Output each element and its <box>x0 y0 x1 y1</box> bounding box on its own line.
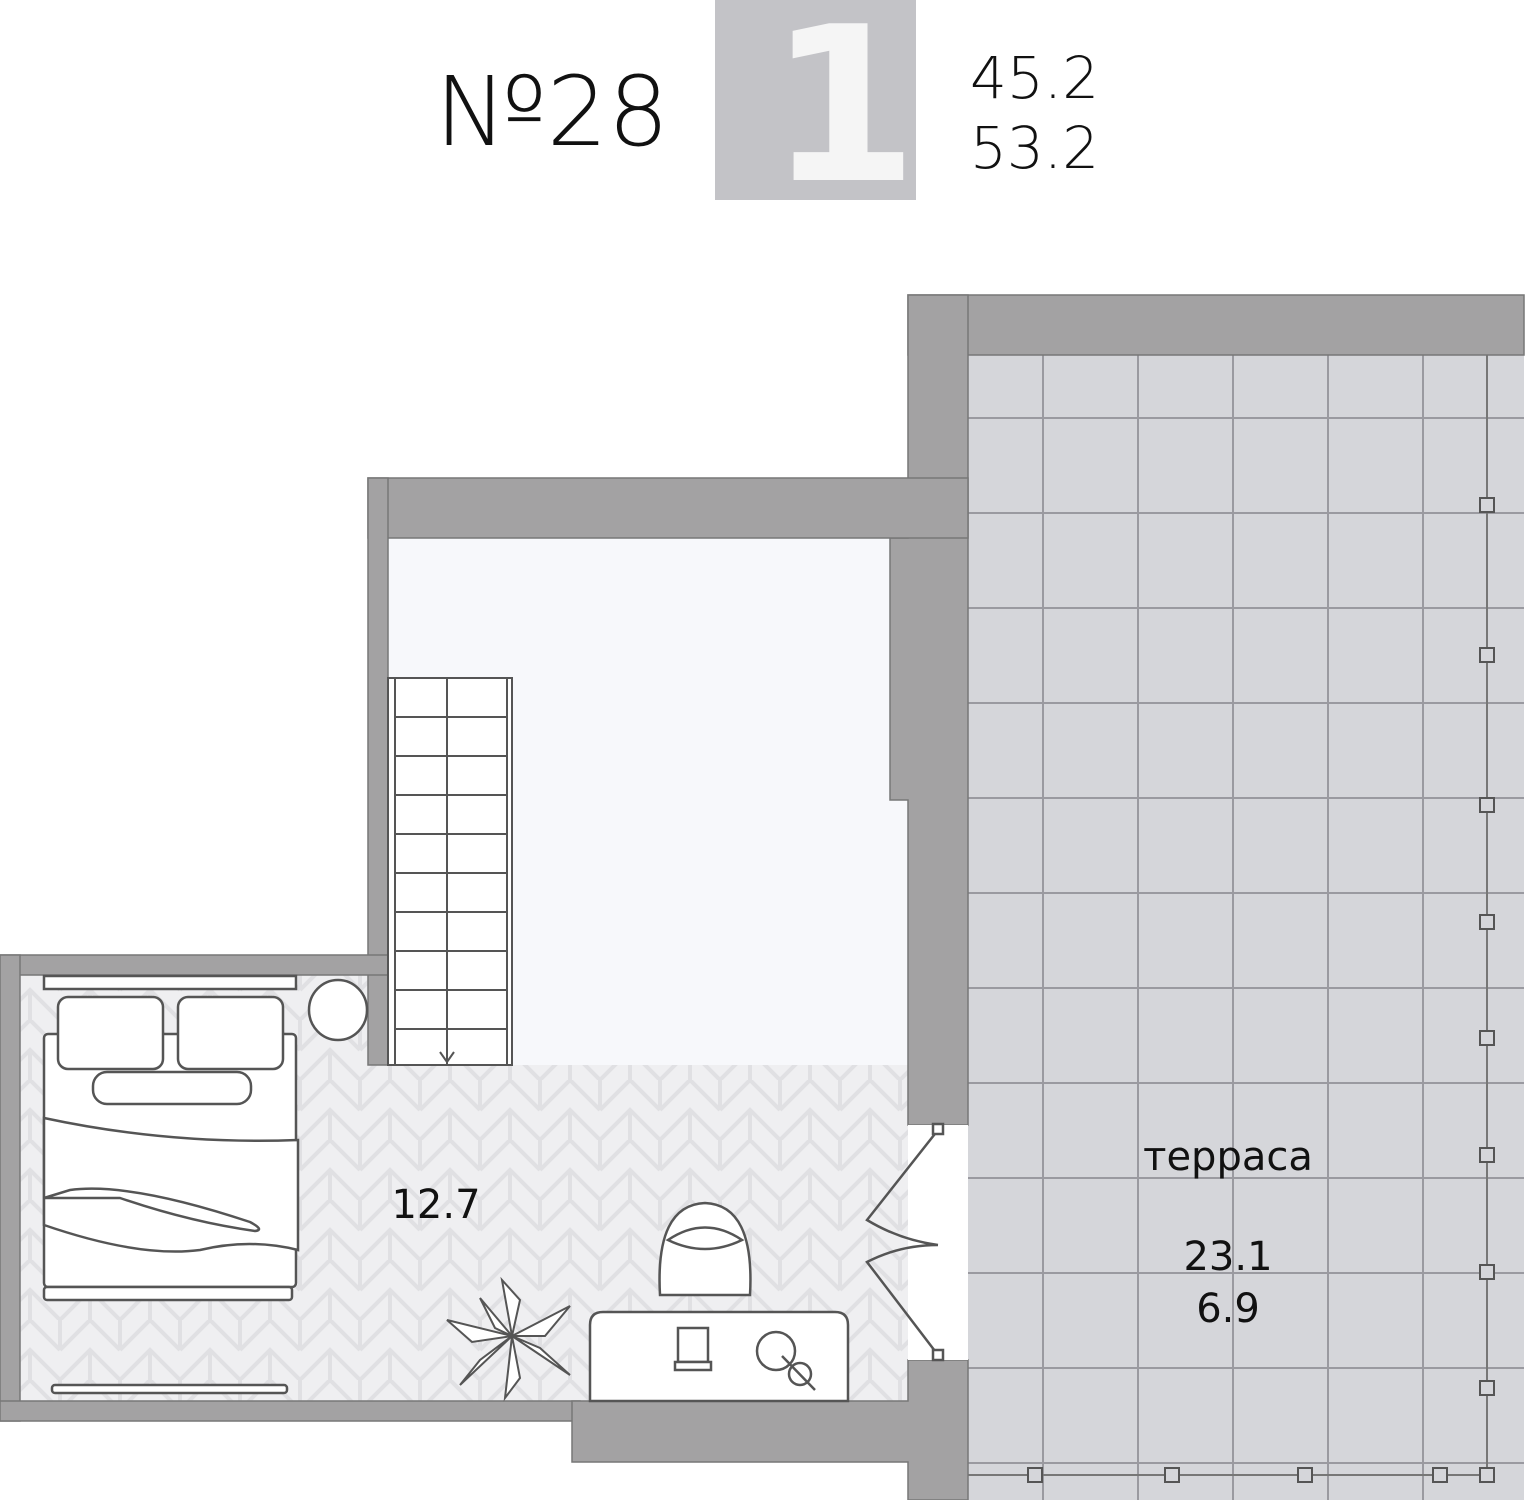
terrace-label: терраса <box>1143 1134 1313 1180</box>
pillow <box>176 995 285 1071</box>
railing-post <box>1479 497 1495 513</box>
chair <box>658 1201 752 1297</box>
rooms-count-badge <box>715 0 916 200</box>
railing-post <box>1432 1467 1448 1483</box>
area-total: 53.2 <box>970 114 1099 182</box>
railing-post <box>1479 647 1495 663</box>
railing-post <box>1297 1467 1313 1483</box>
pillow <box>56 995 165 1071</box>
terrace <box>968 355 1524 1500</box>
laptop-icon <box>676 1326 710 1364</box>
bed <box>42 974 300 1302</box>
railing-post <box>1479 1467 1495 1483</box>
area-living: 45.2 <box>970 44 1099 112</box>
railing-post <box>1479 1147 1495 1163</box>
staircase <box>387 677 513 1066</box>
desk <box>588 1310 850 1403</box>
railing-post <box>1479 1380 1495 1396</box>
railing-post <box>1479 1264 1495 1280</box>
terrace-door[interactable] <box>865 1122 968 1362</box>
railing-post <box>1479 797 1495 813</box>
nightstand <box>307 978 369 1042</box>
walls <box>0 294 1525 1500</box>
rooms-count: 1 <box>768 0 918 231</box>
railing-post <box>1164 1467 1180 1483</box>
apartment-number: №28 <box>435 56 669 168</box>
terrace-area: 23.1 <box>1183 1234 1272 1280</box>
terrace-area-reduced: 6.9 <box>1196 1286 1260 1332</box>
tv-stand <box>50 1383 289 1395</box>
room-area-label: 12.7 <box>391 1182 480 1228</box>
railing-post <box>1479 1030 1495 1046</box>
railing-post <box>1479 914 1495 930</box>
railing-post <box>1027 1467 1043 1483</box>
plant-icon <box>446 1276 571 1402</box>
